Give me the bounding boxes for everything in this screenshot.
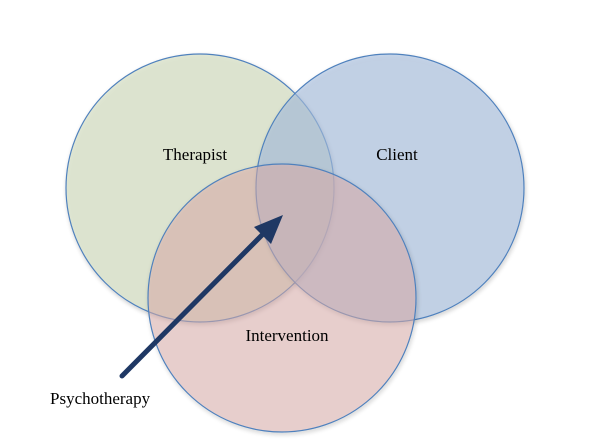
psychotherapy-arrow-head xyxy=(254,215,283,244)
psychotherapy-arrow-shaft xyxy=(119,230,267,379)
psychotherapy-label: Psychotherapy xyxy=(50,389,151,408)
intervention-label: Intervention xyxy=(245,326,329,345)
intervention-circle xyxy=(147,163,417,433)
therapist-label: Therapist xyxy=(163,145,227,164)
client-label: Client xyxy=(376,145,418,164)
